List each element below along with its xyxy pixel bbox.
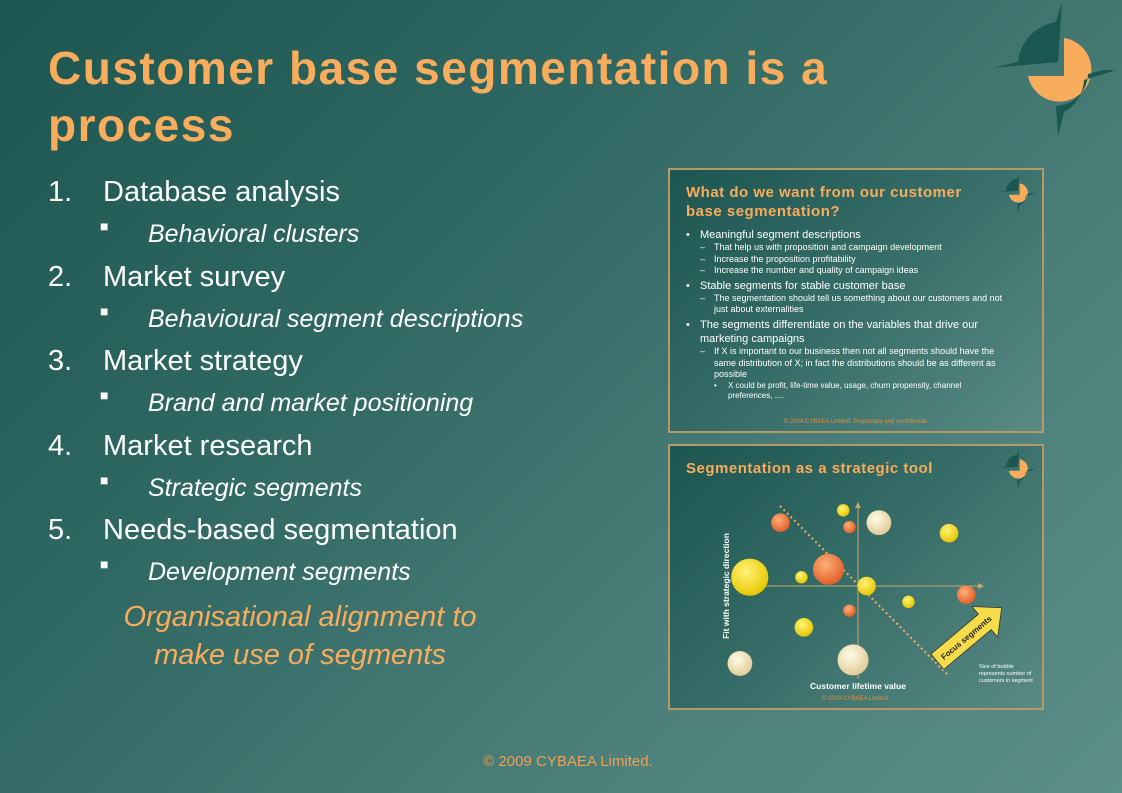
- list-number: 1.: [48, 176, 73, 208]
- bubble-chart: Focus segments Fit with strategic direct…: [721, 502, 1033, 691]
- list-label: Market strategy: [103, 345, 303, 377]
- bubble-orange: [812, 553, 844, 585]
- list-label: Market research: [103, 429, 313, 462]
- thumbnail-line-text: possible: [714, 369, 748, 380]
- list-label: Needs-based segmentation: [103, 514, 458, 546]
- thumbnail-line-text: That help us with proposition and campai…: [714, 242, 942, 252]
- bullet-icon: –: [700, 265, 706, 276]
- thumbnail-bullet-line: • The segments differentiate on the varia…: [686, 318, 979, 332]
- y-axis-arrow: [855, 502, 861, 508]
- thumbnail-footer: © 2004 CYBAEA Limited. Proprietary and c…: [783, 419, 929, 425]
- thumbnail-line-text: X could be profit, life-time value, usag…: [728, 380, 962, 390]
- bubble-cream: [727, 651, 753, 676]
- thumbnail-line-text: just about externalities: [714, 304, 804, 315]
- bullet-icon: •: [686, 319, 690, 331]
- thumbnail-bullet-line: • Stable segments for stable customer bas…: [686, 279, 906, 293]
- x-axis-arrow: [978, 583, 984, 589]
- bubble-note: customers in segment: [979, 678, 1033, 684]
- bullet-icon: –: [700, 292, 706, 303]
- thumbnail-bullet-line: • Meaningful segment descriptions: [686, 228, 861, 242]
- thumbnail-bullet-line: marketing campaigns: [700, 332, 805, 346]
- bullet-icon: –: [700, 346, 706, 356]
- bullet-icon: –: [700, 242, 706, 252]
- thumbnail-line-text: Increase the number and quality of campa…: [714, 265, 919, 276]
- thumbnail-bullet-line: –The segmentation should tell us somethi…: [700, 292, 1003, 305]
- focus-segments-label: Focus segments: [939, 614, 994, 662]
- thumbnail-title: What do we want from our customer base s…: [686, 183, 962, 221]
- list-number: 5.: [48, 514, 73, 546]
- thumbnail-bullet-line: same distribution of X; in fact the dist…: [714, 358, 996, 370]
- bubble-yellow: [837, 504, 850, 517]
- bubble-orange: [843, 520, 856, 534]
- thumbnail-line-text: marketing campaigns: [700, 333, 805, 345]
- sub-item-label: Development segments: [148, 558, 411, 586]
- thumbnail-bullet-line: preferences, ....: [728, 391, 784, 401]
- square-bullet-icon: ■: [100, 556, 109, 572]
- thumbnail-title-line: What do we want from our customer: [686, 184, 962, 201]
- square-bullet-icon: ■: [100, 302, 109, 319]
- list-label: Market survey: [103, 260, 286, 293]
- sub-item-label: Strategic segments: [148, 473, 362, 502]
- thumbnail-line-text: The segmentation should tell us somethin…: [714, 292, 1003, 303]
- thumbnail-footer: © 2009 CYBAEA Limited.: [822, 696, 890, 702]
- conclusion-line: make use of segments: [154, 639, 446, 671]
- square-bullet-icon: ■: [100, 471, 109, 488]
- sub-item-label: Behavioral clusters: [148, 220, 360, 248]
- sub-item-label: Brand and market positioning: [148, 389, 474, 417]
- sub-item-label: Behavioural segment descriptions: [148, 304, 524, 333]
- thumbnail-bullet-line: –If X is important to our business then …: [700, 346, 995, 358]
- thumbnail-slide-goals: What do we want from our customer base s…: [668, 168, 1044, 433]
- conclusion-text: Organisational alignment to make use of …: [90, 598, 510, 674]
- bubble-cream: [866, 510, 892, 536]
- copyright-footer: © 2009 CYBAEA Limited.: [483, 753, 653, 770]
- list-number: 4.: [48, 429, 73, 462]
- thumbnail-slide-strategic-tool: Segmentation as a strategic tool Focus s…: [668, 444, 1044, 710]
- thumbnail-bullet-line: • X could be profit, life-time value, usa…: [714, 380, 962, 391]
- square-bullet-icon: ■: [100, 387, 109, 403]
- bubble-yellow: [857, 576, 876, 596]
- thumbnail-line-text: Stable segments for stable customer base: [700, 279, 906, 292]
- thumbnail-line-text: preferences, ....: [728, 390, 784, 400]
- thumbnail-line-text: The segments differentiate on the variab…: [700, 319, 979, 331]
- y-axis-label: Fit with strategic direction: [721, 533, 731, 639]
- list-label: Database analysis: [103, 176, 340, 208]
- cybaea-logo-icon: [992, 2, 1116, 137]
- thumbnail-bullet-line: possible: [714, 369, 747, 381]
- bubble-yellow: [902, 595, 915, 609]
- conclusion-line: Organisational alignment to: [123, 601, 477, 633]
- bubble-note: represents number of: [979, 671, 1032, 677]
- thumbnail-bullet-line: –That help us with proposition and campa…: [700, 242, 942, 254]
- thumbnail-bullet-line: –Increase the proposition profitability: [700, 253, 856, 266]
- thumbnail-bullet-line: just about externalities: [714, 304, 804, 316]
- square-bullet-icon: ■: [100, 218, 109, 234]
- thumbnail-bullet-line: –Increase the number and quality of camp…: [700, 265, 919, 277]
- bullet-icon: •: [714, 380, 717, 390]
- thumbnail-line-text: same distribution of X; in fact the dist…: [714, 357, 996, 368]
- x-axis-label: Customer lifetime value: [810, 681, 906, 691]
- bullet-icon: –: [700, 253, 706, 264]
- list-number: 2.: [48, 260, 73, 293]
- bubble-orange: [771, 513, 790, 532]
- bubble-cream: [837, 644, 869, 676]
- cybaea-logo-icon: [998, 172, 1036, 214]
- bubble-yellow: [939, 523, 959, 543]
- thumbnail-line-text: Meaningful segment descriptions: [700, 229, 861, 241]
- thumbnail-line-text: If X is important to our business then n…: [714, 346, 995, 356]
- bubble-orange: [843, 604, 856, 617]
- bubble-yellow: [794, 618, 814, 637]
- bubble-note: Size of bubble: [979, 664, 1014, 670]
- bullet-icon: •: [686, 229, 690, 241]
- bubble-orange: [956, 585, 976, 605]
- thumbnail-line-text: Increase the proposition profitability: [714, 253, 856, 264]
- list-number: 3.: [48, 345, 73, 377]
- thumbnail-title-line: base segmentation?: [686, 203, 841, 220]
- bubble-yellow: [795, 571, 808, 584]
- cybaea-logo-icon: [998, 448, 1036, 490]
- bullet-icon: •: [686, 279, 690, 292]
- bubble-yellow: [731, 558, 769, 596]
- slide-title: Customer base segmentation is a process: [48, 42, 829, 151]
- thumbnail-title: Segmentation as a strategic tool: [686, 460, 933, 477]
